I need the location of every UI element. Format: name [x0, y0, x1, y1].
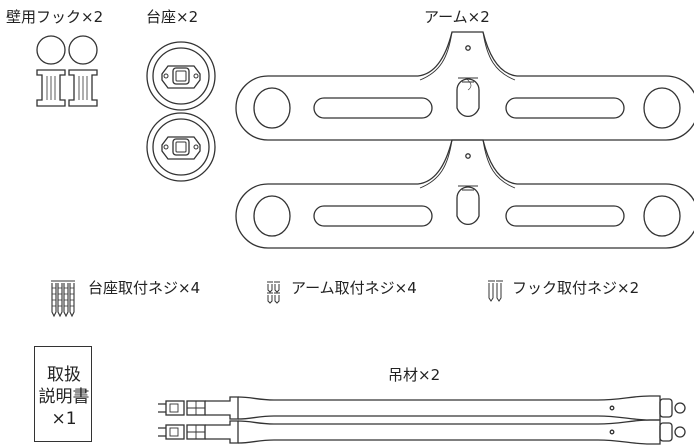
manual-line-1: 取扱 [47, 365, 81, 385]
wall-hook-label: 壁用フック×2 [6, 8, 104, 26]
manual-line-2: 説明書 [38, 387, 90, 407]
arm-screw-label: アーム取付ネジ×4 [291, 279, 417, 297]
base-icon [146, 41, 216, 111]
wall-hook-icon [36, 35, 66, 107]
manual-line-3: ×1 [51, 409, 77, 429]
base-screw-label: 台座取付ネジ×4 [88, 279, 201, 297]
hook-screw-label: フック取付ネジ×2 [512, 279, 640, 297]
base-screw-icon [51, 280, 75, 318]
arm-label: アーム×2 [424, 8, 490, 26]
wall-hook-icon [68, 35, 98, 107]
arm-icon [235, 31, 694, 141]
base-icon [146, 112, 216, 182]
hanger-label: 吊材×2 [388, 366, 441, 384]
arm-screw-icon [267, 281, 280, 304]
arm-icon [235, 139, 694, 249]
hanger-bar-icon [158, 419, 686, 445]
manual-box: 取扱 説明書 ×1 [34, 346, 92, 442]
hook-screw-icon [488, 280, 503, 302]
base-label: 台座×2 [146, 8, 199, 26]
hanger-bar-icon [158, 395, 686, 421]
